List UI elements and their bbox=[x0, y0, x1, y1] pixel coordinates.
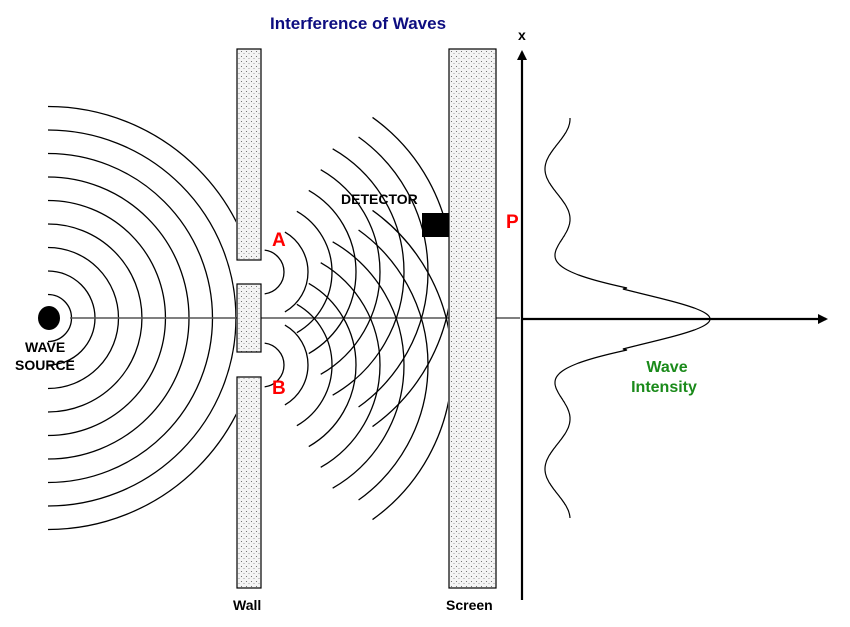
intensity-label-2: Intensity bbox=[631, 379, 697, 396]
slit-b-wavefront-arc bbox=[320, 262, 381, 468]
diagram-title: Interference of Waves bbox=[270, 14, 447, 33]
screen-label: Screen bbox=[446, 597, 493, 613]
slit-a-wavefront-arc bbox=[332, 148, 405, 396]
slit-a-wavefront-arc bbox=[264, 249, 285, 295]
detector-label: DETECTOR bbox=[341, 191, 418, 207]
slit-b-label: B bbox=[272, 378, 286, 399]
screen-barrier bbox=[448, 48, 497, 589]
wave-source-label-1: WAVE bbox=[25, 339, 66, 355]
wall-bottom-segment bbox=[236, 376, 262, 589]
wall-middle-segment bbox=[236, 283, 262, 353]
slit-a-label: A bbox=[272, 230, 286, 251]
wave-source-dot bbox=[38, 306, 60, 330]
slit-b-wavefront-arc bbox=[372, 209, 448, 521]
slit-a-wavefront-arc bbox=[308, 189, 357, 355]
source-wavefront-arc bbox=[47, 129, 236, 507]
slit-a-wavefront-arc bbox=[296, 210, 333, 334]
slit-b-wavefront-arc bbox=[308, 282, 357, 448]
intensity-label-1: Wave bbox=[646, 359, 688, 376]
wall-top-segment bbox=[236, 48, 262, 261]
wave-source-label-2: SOURCE bbox=[15, 357, 75, 373]
slit-b-wavefront-arc bbox=[332, 241, 405, 489]
slit-b-wavefront-arc bbox=[358, 229, 429, 501]
intensity-curve bbox=[544, 118, 711, 519]
slit-b-wavefront-arc bbox=[284, 324, 309, 406]
slit-wavefronts bbox=[264, 116, 448, 521]
slit-a-wavefront-arc bbox=[372, 116, 448, 428]
source-wavefront-arc bbox=[47, 105, 236, 531]
wall-label: Wall bbox=[233, 597, 262, 613]
slit-b-wavefront-arc bbox=[296, 303, 333, 427]
slit-b-wavefront-arc bbox=[264, 342, 285, 388]
slit-a-wavefront-arc bbox=[284, 231, 309, 313]
axis-x-label: x bbox=[518, 27, 526, 43]
detector-box bbox=[422, 213, 449, 237]
point-p-label: P bbox=[506, 212, 519, 233]
slit-a-wavefront-arc bbox=[320, 169, 381, 375]
